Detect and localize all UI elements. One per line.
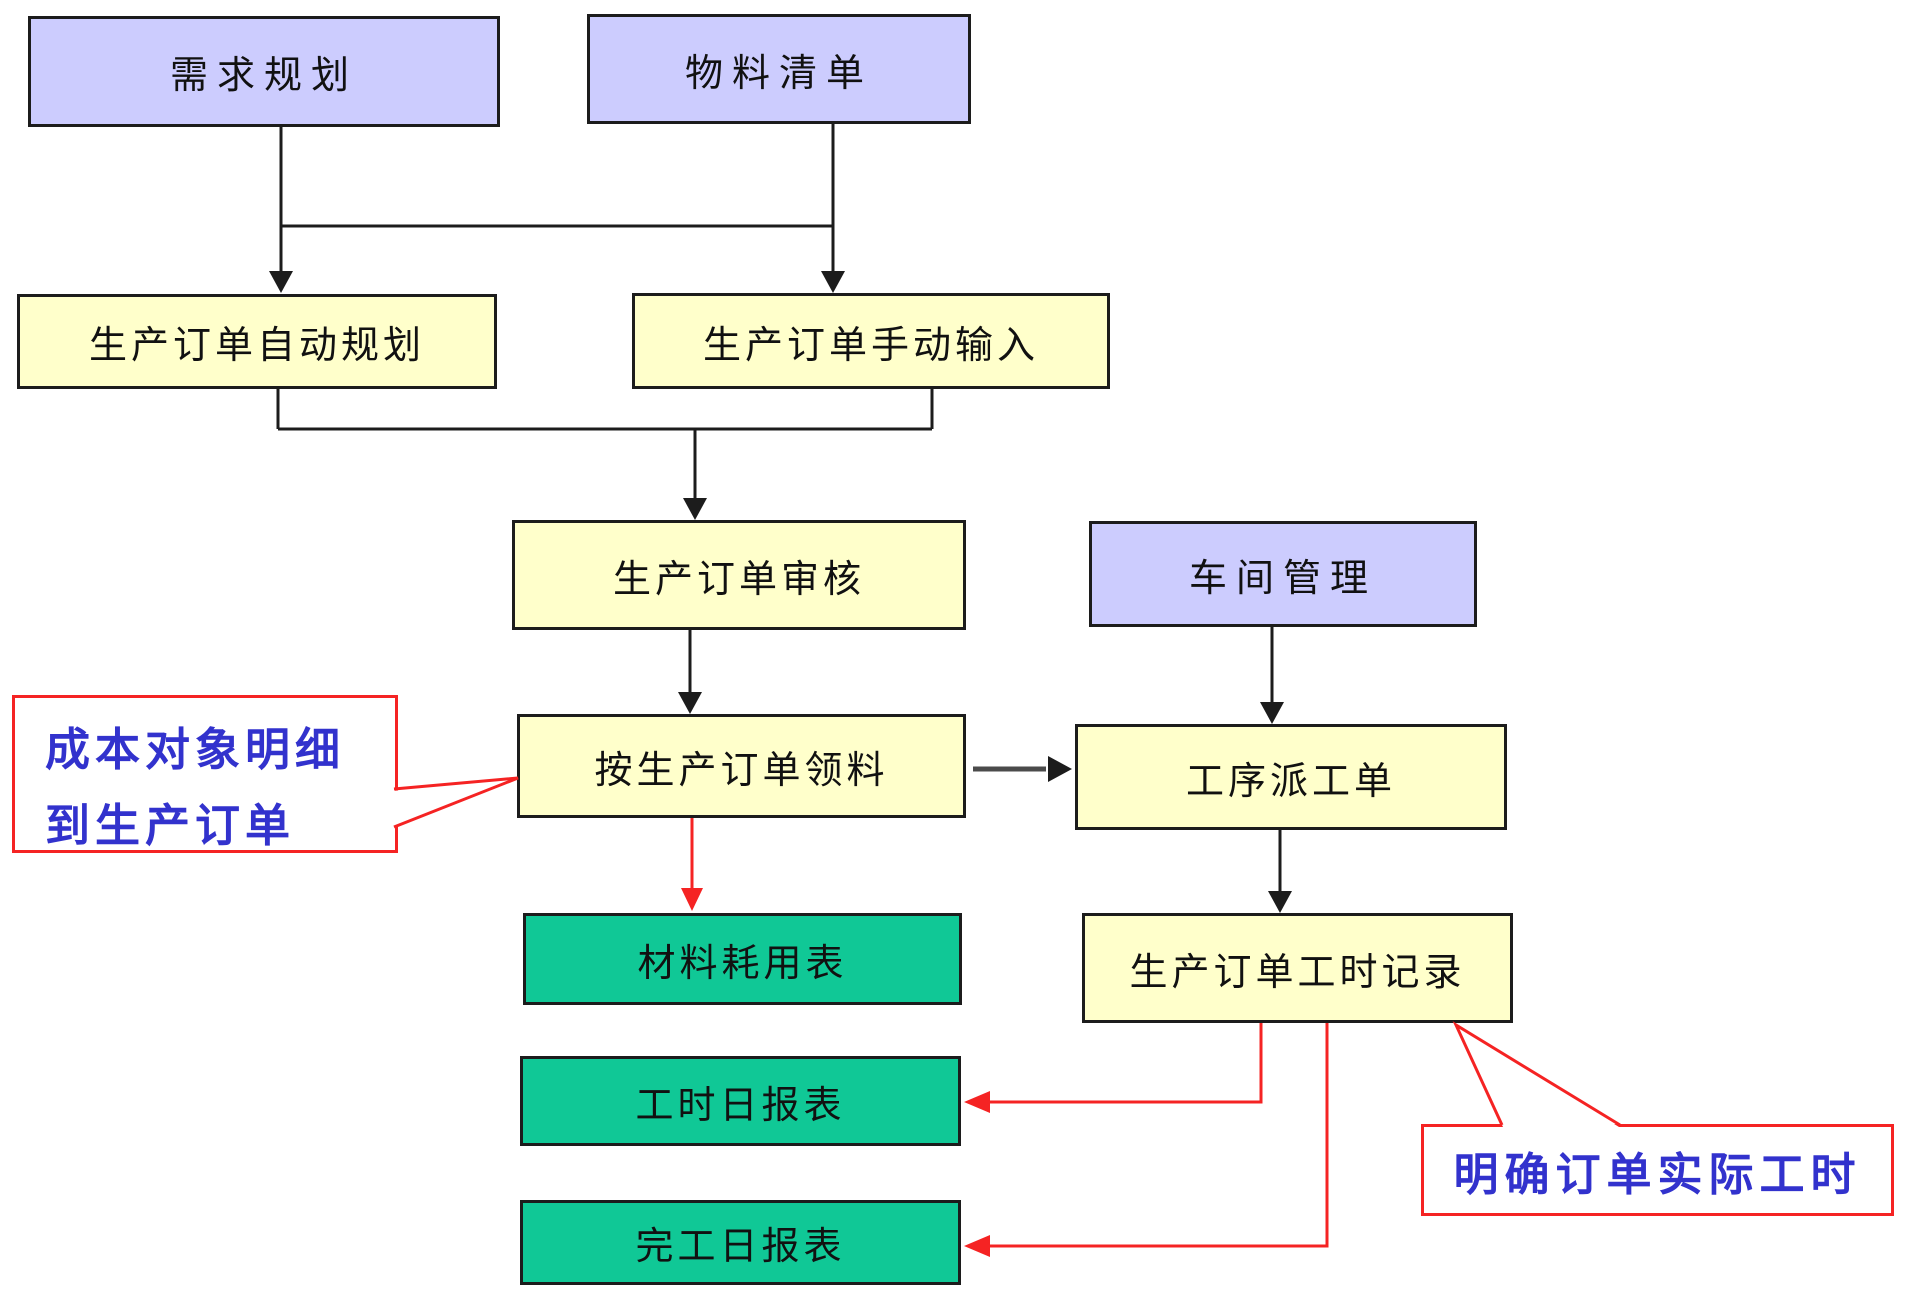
node-label: 工时日报表	[635, 1084, 846, 1127]
arrowhead-down-icon	[1268, 891, 1292, 913]
arrowhead-down-icon	[678, 692, 702, 714]
callout-text-line: 到生产订单	[45, 800, 296, 851]
callout-cost-tail	[393, 778, 518, 827]
arrowhead-down-icon	[269, 271, 293, 293]
node-production-order-auto-planning: 生产订单自动规划	[17, 294, 497, 389]
node-label: 生产订单自动规划	[88, 325, 425, 367]
arrowhead-down-icon	[1260, 702, 1284, 724]
node-label: 物料清单	[684, 52, 873, 95]
node-production-order-manual-input: 生产订单手动输入	[632, 293, 1110, 389]
node-label: 生产订单审核	[612, 558, 865, 601]
node-label: 车间管理	[1188, 557, 1377, 600]
arrowhead-down-icon	[683, 498, 707, 520]
node-label: 按生产订单领料	[594, 749, 889, 792]
arrowhead-down-icon	[821, 271, 845, 293]
node-label: 需求规划	[169, 55, 358, 97]
node-completion-daily-report: 完工日报表	[520, 1200, 961, 1285]
callout-text-line: 成本对象明细	[45, 724, 346, 775]
callout-hours-tail	[1456, 1027, 1619, 1127]
node-label: 生产订单工时记录	[1129, 951, 1466, 994]
node-picking-by-production-order: 按生产订单领料	[517, 714, 966, 818]
node-process-dispatch-order: 工序派工单	[1075, 724, 1507, 830]
node-bill-of-materials: 物料清单	[587, 14, 971, 124]
callout-actual-hours-note: 明确订单实际工时	[1421, 1124, 1894, 1216]
red-arrowhead-left-icon	[964, 1091, 990, 1113]
callout-cost-object-note: 成本对象明细 到生产订单	[12, 695, 398, 853]
red-arrowhead-left-icon	[964, 1235, 990, 1257]
node-label: 工序派工单	[1185, 760, 1396, 803]
node-production-order-review: 生产订单审核	[512, 520, 966, 630]
node-workshop-management: 车间管理	[1089, 521, 1477, 627]
node-label: 生产订单手动输入	[702, 324, 1039, 367]
node-work-hours-daily-report: 工时日报表	[520, 1056, 961, 1146]
node-material-consumption-report: 材料耗用表	[523, 913, 962, 1005]
node-label: 材料耗用表	[637, 942, 848, 985]
red-arrowhead-down-icon	[681, 888, 703, 911]
red-link-hours-record-to-completion-daily	[988, 1023, 1329, 1248]
node-demand-planning: 需求规划	[28, 16, 500, 127]
callout-text-line: 明确订单实际工时	[1453, 1148, 1862, 1200]
node-production-order-hours-record: 生产订单工时记录	[1082, 913, 1513, 1023]
red-link-hours-record-to-hours-daily	[988, 1023, 1263, 1104]
arrowhead-right-icon	[1048, 756, 1072, 782]
node-label: 完工日报表	[635, 1226, 846, 1268]
highlight-connectors	[690, 818, 1329, 1248]
